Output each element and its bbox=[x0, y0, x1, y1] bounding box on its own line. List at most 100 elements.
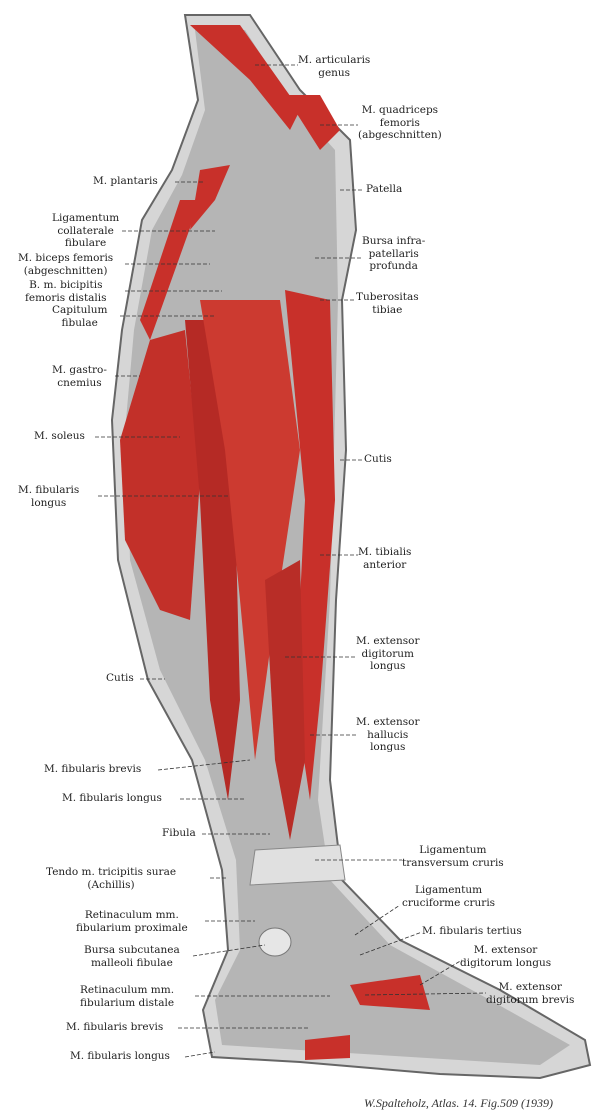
label-gastrocnemius: M. gastro-cnemius bbox=[52, 364, 107, 389]
label-fibularis-brevis-lower: M. fibularis brevis bbox=[66, 1021, 163, 1034]
plantaris-muscle bbox=[190, 165, 230, 230]
label-line: M. tibialis bbox=[358, 546, 412, 558]
gastrocnemius-muscle bbox=[120, 330, 200, 620]
label-line: genus bbox=[318, 66, 351, 79]
label-line: fibulare bbox=[64, 237, 107, 249]
label-line: (Achillis) bbox=[87, 878, 135, 891]
label-line: M. fibularis bbox=[18, 484, 80, 496]
label-line: Cutis bbox=[364, 453, 392, 465]
label-retinaculum-proximale: Retinaculum mm.fibularium proximale bbox=[76, 909, 188, 934]
label-line: Tuberositas bbox=[356, 291, 419, 303]
label-fibularis-tertius: M. fibularis tertius bbox=[422, 925, 522, 938]
label-line: Capitulum bbox=[52, 304, 108, 316]
retinaculum-band bbox=[249, 844, 346, 886]
label-line: anterior bbox=[363, 558, 407, 571]
figure-caption: W.Spalteholz, Atlas. 14. Fig.509 (1939) bbox=[364, 1096, 553, 1110]
label-patella: Patella bbox=[366, 183, 402, 196]
label-line: M. fibularis tertius bbox=[422, 925, 522, 937]
label-line: M. extensor bbox=[356, 635, 420, 647]
label-line: femoris distalis bbox=[25, 291, 107, 304]
label-line: M. extensor bbox=[473, 944, 538, 956]
label-line: fibulae bbox=[61, 316, 98, 329]
label-line: Bursa infra- bbox=[362, 235, 426, 247]
quadriceps-muscle bbox=[285, 95, 340, 150]
label-biceps-femoris: M. biceps femoris(abgeschnitten) bbox=[18, 252, 113, 277]
label-line: Retinaculum mm. bbox=[84, 909, 179, 921]
label-line: tibiae bbox=[372, 303, 403, 316]
leader-lines bbox=[95, 64, 487, 1058]
label-cutis-left: Cutis bbox=[106, 672, 134, 685]
label-line: Fibula bbox=[162, 827, 196, 839]
label-line: cruciforme cruris bbox=[402, 896, 496, 909]
label-fibularis-brevis-upper: M. fibularis brevis bbox=[44, 763, 141, 776]
label-line: M. articularis bbox=[298, 54, 371, 66]
label-line: Bursa subcutanea bbox=[84, 944, 180, 956]
label-soleus: M. soleus bbox=[34, 430, 85, 443]
extensor-digitorum-brevis-muscle bbox=[350, 975, 430, 1010]
label-line: (abgeschnitten) bbox=[23, 264, 108, 277]
thigh-muscle bbox=[190, 25, 300, 130]
label-line: Patella bbox=[366, 183, 403, 195]
biceps-muscle bbox=[140, 200, 200, 340]
label-line: patellaris bbox=[368, 247, 419, 260]
label-line: B. m. bicipitis bbox=[29, 279, 103, 291]
label-line: Tendo m. tricipitis surae bbox=[46, 866, 177, 878]
label-line: fibularium distale bbox=[80, 996, 175, 1009]
label-line: Ligamentum bbox=[414, 884, 483, 896]
label-line: M. fibularis brevis bbox=[66, 1021, 164, 1033]
label-line: M. extensor bbox=[356, 716, 420, 728]
label-line: Ligamentum bbox=[52, 212, 120, 224]
label-line: collaterale bbox=[57, 224, 114, 237]
label-line: longus bbox=[370, 741, 406, 753]
fibularis-longus-muscle bbox=[200, 300, 300, 760]
label-line: Cutis bbox=[106, 672, 134, 684]
label-line: hallucis bbox=[367, 728, 409, 741]
label-line: M. extensor bbox=[498, 981, 562, 993]
label-line: fibularium proximale bbox=[76, 921, 188, 934]
label-fibula: Fibula bbox=[162, 827, 196, 840]
label-line: digitorum brevis bbox=[486, 993, 575, 1006]
lateral-malleolus bbox=[258, 927, 292, 957]
inner-tissue bbox=[126, 30, 570, 1065]
label-tendo-achillis: Tendo m. tricipitis surae(Achillis) bbox=[46, 866, 176, 891]
extensor-digitorum-muscle bbox=[265, 560, 305, 840]
label-line: Ligamentum bbox=[419, 844, 487, 856]
label-line: M. fibularis longus bbox=[70, 1050, 170, 1062]
label-line: malleoli fibulae bbox=[90, 956, 173, 969]
label-fibularis-longus-middle: M. fibularis longus bbox=[62, 792, 162, 805]
label-line: M. gastro- bbox=[52, 364, 107, 376]
label-line: cnemius bbox=[57, 376, 102, 389]
label-line: longus bbox=[30, 496, 67, 509]
label-line: M. quadriceps bbox=[361, 104, 439, 116]
label-line: M. fibularis brevis bbox=[44, 763, 142, 775]
label-line: (abgeschnitten) bbox=[358, 129, 442, 141]
label-fibularis-longus-lower: M. fibularis longus bbox=[70, 1050, 170, 1063]
label-line: digitorum bbox=[361, 647, 414, 660]
foot-muscle bbox=[305, 1035, 350, 1060]
label-line: M. fibularis longus bbox=[62, 792, 162, 804]
label-line: profunda bbox=[369, 260, 418, 272]
label-line: Retinaculum mm. bbox=[80, 984, 175, 996]
label-cutis-right: Cutis bbox=[364, 453, 392, 466]
label-line: femoris bbox=[379, 116, 420, 129]
label-line: digitorum longus bbox=[460, 956, 552, 969]
label-retinaculum-distale: Retinaculum mm.fibularium distale bbox=[80, 984, 174, 1009]
label-line: transversum cruris bbox=[402, 856, 504, 869]
label-line: longus bbox=[370, 660, 406, 672]
